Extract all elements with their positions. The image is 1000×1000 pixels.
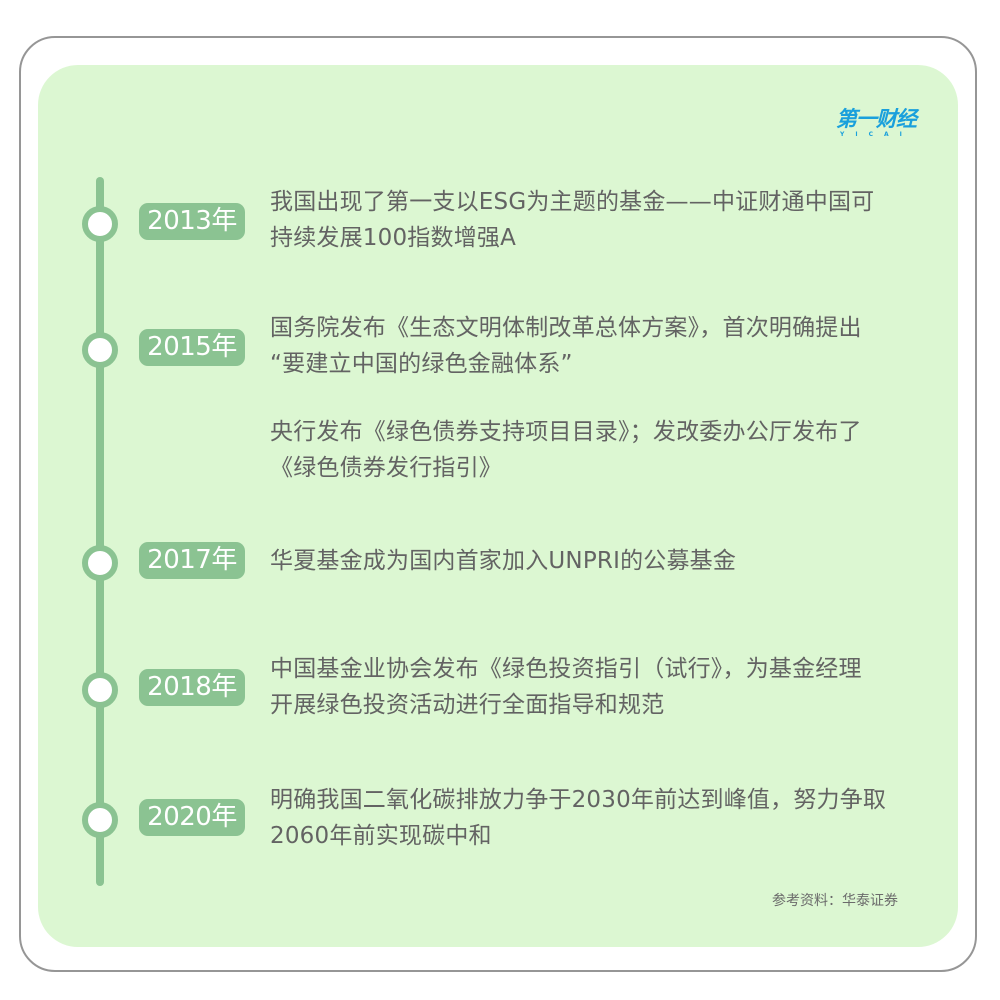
timeline-node-icon: [82, 545, 118, 581]
timeline-node-icon: [82, 206, 118, 242]
year-badge-2013: 2013年: [139, 203, 245, 240]
event-line: “要建立中国的绿色金融体系”: [270, 351, 573, 377]
timeline-line: [96, 177, 104, 886]
event-2017: 华夏基金成为国内首家加入UNPRI的公募基金: [270, 543, 940, 579]
year-badge-2017: 2017年: [139, 542, 245, 579]
event-line: 我国出现了第一支以ESG为主题的基金——中证财通中国可: [270, 189, 875, 215]
event-2013: 我国出现了第一支以ESG为主题的基金——中证财通中国可 持续发展100指数增强A: [270, 184, 940, 256]
yicai-logo: 第一财经 YICAI: [836, 108, 926, 140]
event-line: 华夏基金成为国内首家加入UNPRI的公募基金: [270, 548, 737, 574]
year-badge-2020: 2020年: [139, 799, 245, 836]
timeline-node-icon: [82, 672, 118, 708]
event-line: 2060年前实现碳中和: [270, 823, 492, 849]
year-badge-2018: 2018年: [139, 669, 245, 706]
event-line: 国务院发布《生态文明体制改革总体方案》，首次明确提出: [270, 315, 862, 341]
timeline-node-icon: [82, 802, 118, 838]
event-line: 央行发布《绿色债券支持项目目录》；发改委办公厅发布了: [270, 419, 862, 445]
event-2018: 中国基金业协会发布《绿色投资指引（试行》，为基金经理 开展绿色投资活动进行全面指…: [270, 651, 940, 723]
event-line: 《绿色债券发行指引》: [270, 455, 502, 481]
event-line: 中国基金业协会发布《绿色投资指引（试行》，为基金经理: [270, 656, 862, 682]
event-line: 开展绿色投资活动进行全面指导和规范: [270, 692, 665, 718]
event-2020: 明确我国二氧化碳排放力争于2030年前达到峰值，努力争取 2060年前实现碳中和: [270, 782, 940, 854]
event-2015-a: 国务院发布《生态文明体制改革总体方案》，首次明确提出 “要建立中国的绿色金融体系…: [270, 310, 940, 382]
event-line: 持续发展100指数增强A: [270, 225, 517, 251]
timeline-node-icon: [82, 332, 118, 368]
source-note: 参考资料：华泰证券: [772, 893, 898, 909]
year-badge-2015: 2015年: [139, 329, 245, 366]
logo-text: 第一财经: [836, 107, 917, 131]
logo-subtext: YICAI: [840, 131, 913, 138]
event-2015-b: 央行发布《绿色债券支持项目目录》；发改委办公厅发布了 《绿色债券发行指引》: [270, 414, 940, 486]
event-line: 明确我国二氧化碳排放力争于2030年前达到峰值，努力争取: [270, 787, 887, 813]
